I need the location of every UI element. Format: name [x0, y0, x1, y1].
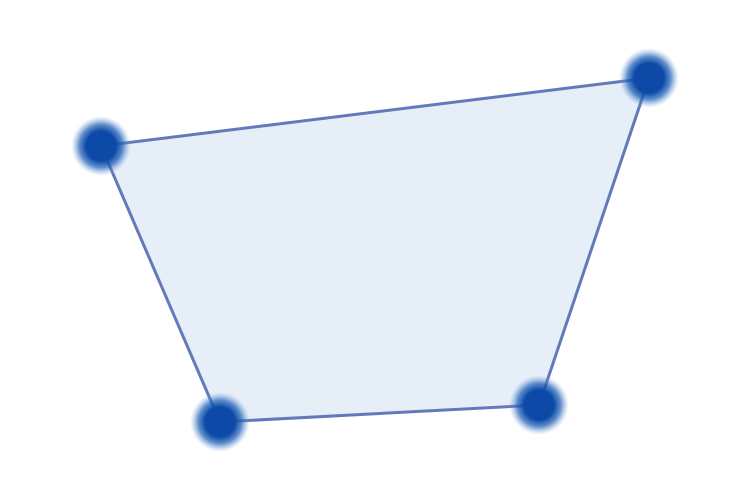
polygon-fill: [101, 78, 649, 422]
polygon-edge-bottom: [218, 403, 541, 424]
polygon-edge-top: [99, 76, 651, 148]
vertex-top-left[interactable]: [71, 116, 131, 176]
vertex-bottom-right[interactable]: [509, 375, 569, 435]
vertex-bottom-left[interactable]: [190, 392, 250, 452]
polygon-edge-right: [537, 76, 651, 407]
vertex-top-right[interactable]: [619, 48, 679, 108]
polygon-edge-left: [99, 144, 222, 424]
